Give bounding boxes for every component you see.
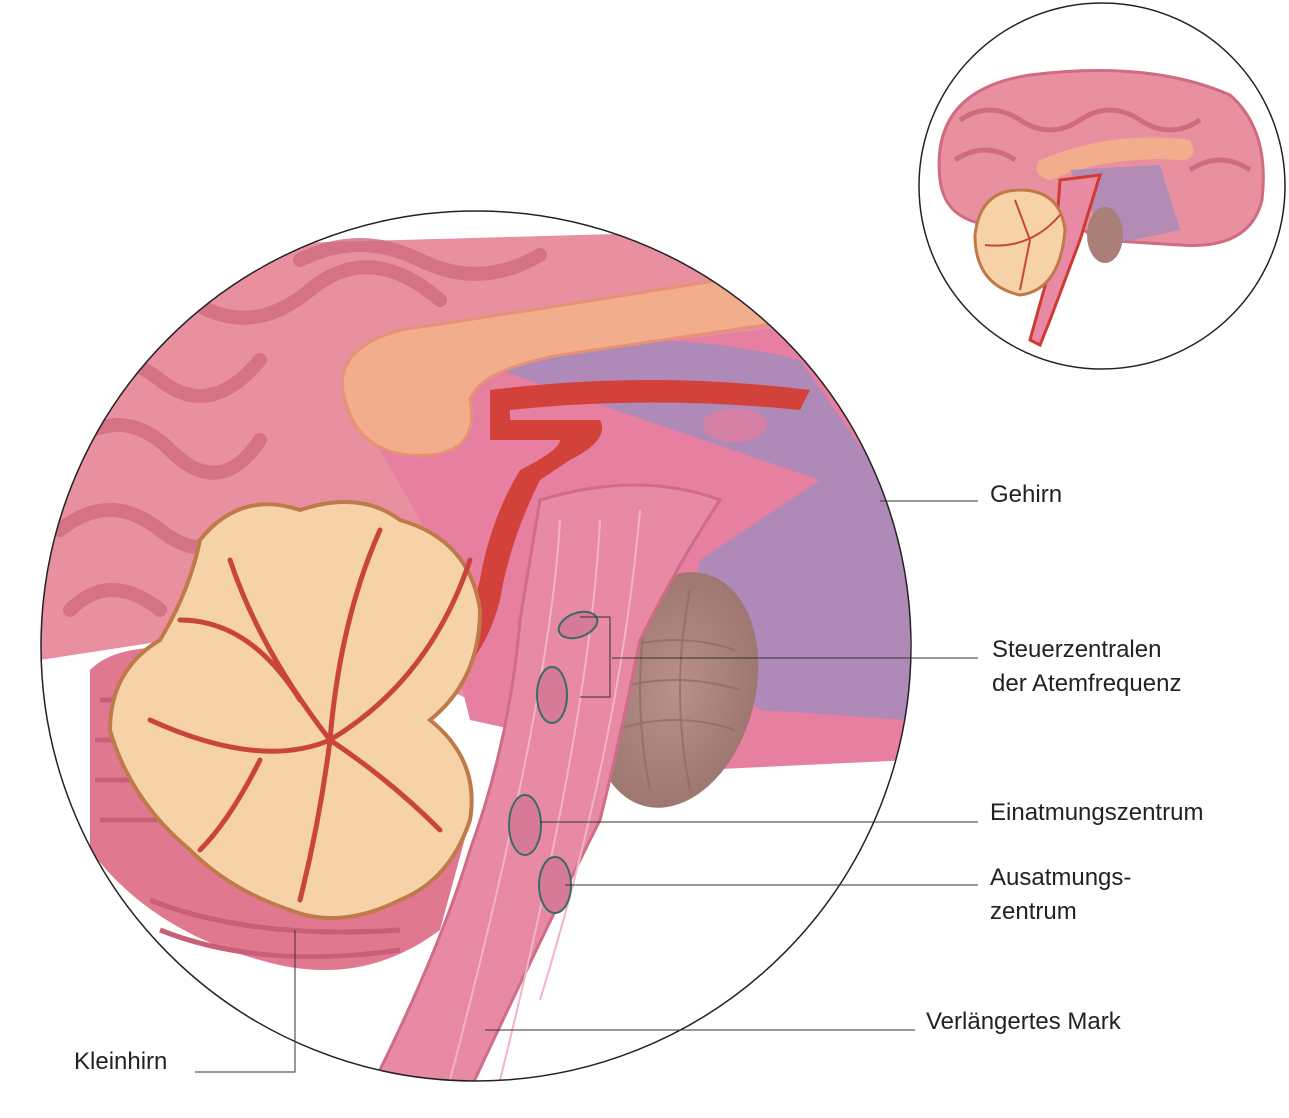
overview-circle-border xyxy=(918,2,1286,370)
nucleus-steuer-2 xyxy=(536,666,568,724)
overview-brain xyxy=(919,3,1285,369)
nucleus-einatmung xyxy=(508,794,542,856)
cerebellum-arbor xyxy=(107,500,483,920)
nucleus-steuer-1 xyxy=(557,610,599,640)
label-steuerzentralen-1: Steuerzentralen xyxy=(992,636,1162,663)
magnified-circle-border xyxy=(40,210,912,1082)
label-steuerzentralen-2: der Atemfrequenz xyxy=(992,670,1182,697)
label-gehirn: Gehirn xyxy=(990,481,1063,508)
label-kleinhirn: Kleinhirn xyxy=(74,1048,168,1075)
corpus-callosum xyxy=(340,268,803,457)
ventricle xyxy=(470,340,910,720)
label-ausatmungszentrum-2: zentrum xyxy=(990,898,1077,925)
label-einatmungszentrum: Einatmungszentrum xyxy=(990,799,1204,826)
leader-lines xyxy=(195,500,978,1073)
magnified-view xyxy=(41,211,911,1081)
label-verlaengertes-mark: Verlängertes Mark xyxy=(926,1008,1121,1035)
label-ausatmungszentrum-1: Ausatmungs- xyxy=(990,864,1132,891)
